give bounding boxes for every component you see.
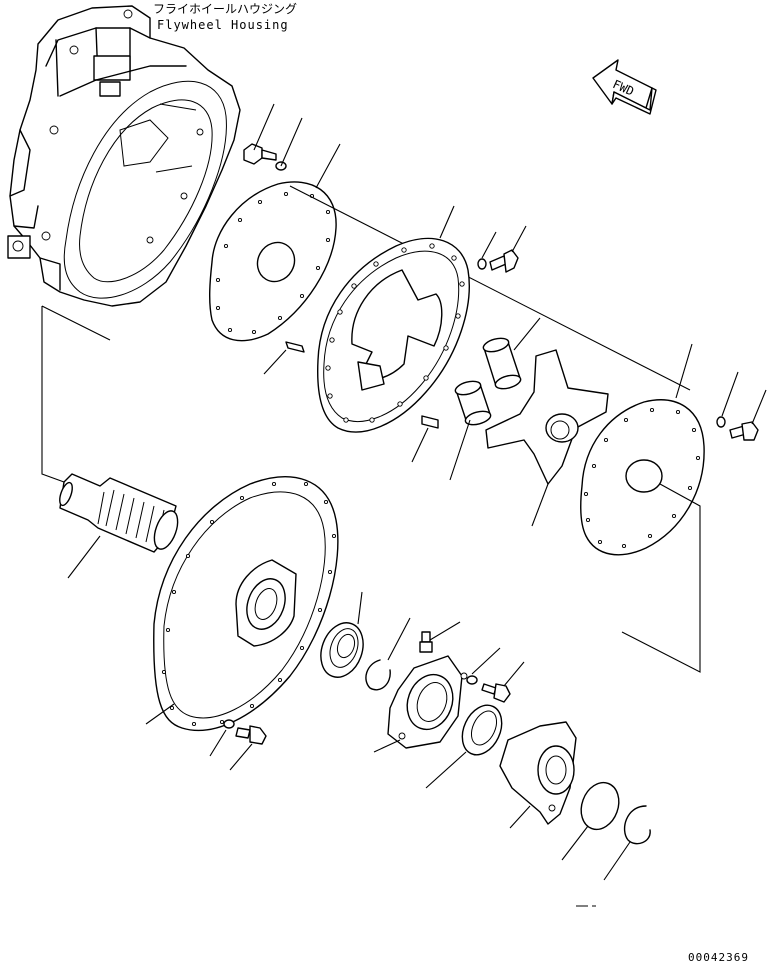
washer-bottom — [223, 719, 235, 729]
snap-ring-2 — [623, 805, 651, 845]
bolt-top — [243, 143, 277, 165]
washer-mid-right — [466, 675, 478, 685]
title-english: Flywheel Housing — [157, 18, 289, 32]
flywheel-housing — [7, 5, 241, 307]
drawing-number: 00042369 — [688, 951, 749, 964]
bolt-mid-right — [481, 683, 511, 703]
dowel-pin-2 — [421, 415, 439, 429]
converter-cover — [153, 476, 339, 732]
cover-plate-1 — [209, 181, 337, 342]
bolt-bottom — [235, 725, 267, 745]
bushing-1 — [482, 337, 522, 390]
snap-ring-1 — [365, 659, 391, 691]
end-cap — [580, 781, 620, 831]
fwd-arrow-icon: FWD — [592, 59, 657, 115]
ball-bearing — [320, 622, 364, 678]
flywheel — [316, 237, 470, 433]
bolt-mid — [489, 249, 519, 273]
cover-plate-2 — [580, 399, 705, 556]
bolt-right — [729, 421, 759, 441]
oil-seal — [461, 704, 503, 756]
bushing-2 — [454, 380, 492, 426]
dowel-pin-1 — [285, 341, 305, 353]
washer-right — [716, 416, 726, 428]
washer-mid — [477, 258, 487, 270]
bearing-housing — [387, 655, 468, 749]
title-japanese: フライホイールハウジング — [153, 2, 297, 16]
grease-fitting — [419, 631, 433, 653]
coupling-flange — [499, 721, 577, 825]
splined-shaft — [59, 473, 179, 553]
